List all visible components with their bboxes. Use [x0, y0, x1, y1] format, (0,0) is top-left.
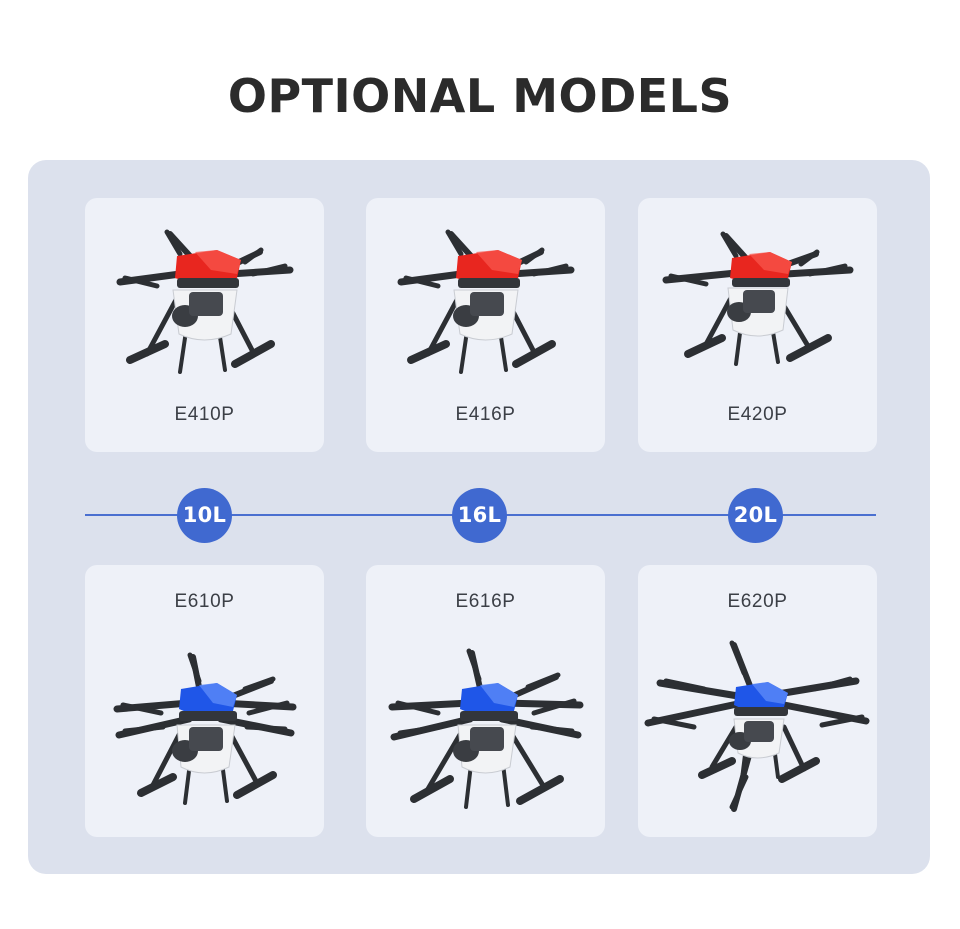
page-title: OPTIONAL MODELS [227, 69, 733, 123]
model-card-e410p[interactable]: E410P [85, 198, 324, 452]
capacity-badge-20l[interactable]: 20L [728, 488, 783, 543]
quadcopter-red-drone-icon [366, 212, 605, 402]
quadcopter-red-drone-icon [638, 212, 877, 402]
model-card-e420p[interactable]: E420P [638, 198, 877, 452]
capacity-badge-10l[interactable]: 10L [177, 488, 232, 543]
hexacopter-blue-drone-icon [85, 627, 324, 827]
model-name: E616P [455, 591, 516, 612]
model-card-e416p[interactable]: E416P [366, 198, 605, 452]
model-name: E620P [727, 591, 788, 612]
model-name: E410P [174, 404, 235, 425]
model-name: E420P [727, 404, 788, 425]
quadcopter-red-drone-icon [85, 212, 324, 402]
model-card-e610p[interactable]: E610P [85, 565, 324, 837]
hexacopter-blue-drone-icon [638, 627, 877, 827]
capacity-badge-16l[interactable]: 16L [452, 488, 507, 543]
model-card-e620p[interactable]: E620P [638, 565, 877, 837]
hexacopter-blue-drone-icon [366, 627, 605, 827]
model-name: E416P [455, 404, 516, 425]
model-name: E610P [174, 591, 235, 612]
model-card-e616p[interactable]: E616P [366, 565, 605, 837]
